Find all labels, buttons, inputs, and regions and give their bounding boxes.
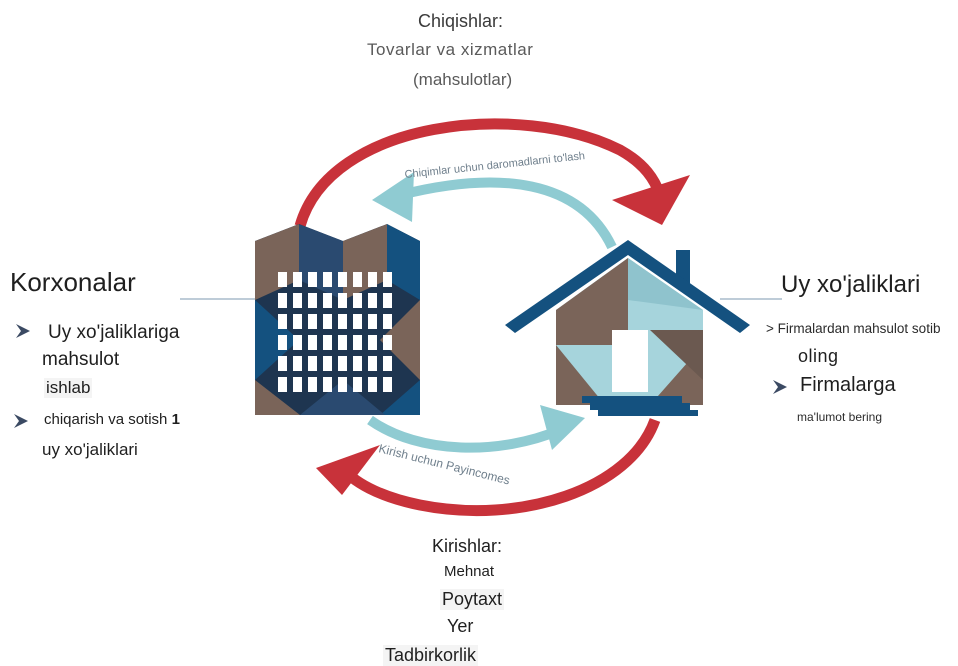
chevron-right-icon <box>16 324 30 338</box>
firms-bullet-2-tail: 1 <box>171 411 180 428</box>
firms-bullet-2-line-2: uy xo'jaliklari <box>42 440 138 459</box>
households-title: Uy xo'jaliklari <box>781 271 921 298</box>
outputs-title: Chiqishlar: <box>418 11 504 31</box>
upper-red-arrowhead <box>612 175 690 225</box>
lower-teal-arrow <box>367 415 562 453</box>
firms-bullet-2-text: chiqarish va sotish <box>44 411 168 428</box>
firms-bullet-2-line-1: chiqarish va sotish 1 <box>44 411 180 428</box>
outputs-line-1: Tovarlar va xizmatlar <box>367 40 534 59</box>
upper-red-arrow <box>294 118 666 228</box>
households-bullet-2-line-1: Firmalarga <box>800 374 896 396</box>
inputs-item-capital: Poytaxt <box>440 589 505 610</box>
households-bullet-2-line-2: ma'lumot bering <box>797 410 882 424</box>
households-bullet-1-line-1: > Firmalardan mahsulot sotib <box>766 321 941 336</box>
factory-building-icon <box>255 224 420 415</box>
inputs-item-entrepreneurship: Tadbirkorlik <box>383 645 479 666</box>
inputs-title: Kirishlar: <box>432 536 503 556</box>
firms-title: Korxonalar <box>10 267 136 297</box>
house-icon <box>505 240 750 416</box>
lower-red-arrowhead <box>316 445 380 495</box>
chevron-right-icon <box>773 380 787 394</box>
inputs-item-labor: Mehnat <box>444 563 495 580</box>
firms-bullet-1-line-1: Uy xo'jaliklariga <box>48 322 180 343</box>
firms-bullet-1-line-3: ishlab <box>44 378 93 398</box>
outputs-line-2: (mahsulotlar) <box>413 70 513 89</box>
upper-teal-arrowhead <box>372 172 414 222</box>
lower-teal-arrowhead <box>540 405 585 450</box>
lower-red-arrow <box>335 418 661 517</box>
upper-arrow-label: Chiqimlar uchun daromadlarni to'lash <box>404 150 586 181</box>
firms-bullet-1-line-2: mahsulot <box>42 349 120 370</box>
inputs-item-land: Yer <box>447 616 474 636</box>
chevron-right-icon <box>14 414 28 428</box>
upper-teal-arrow <box>398 177 617 250</box>
households-bullet-1-line-2: oling <box>798 346 839 366</box>
